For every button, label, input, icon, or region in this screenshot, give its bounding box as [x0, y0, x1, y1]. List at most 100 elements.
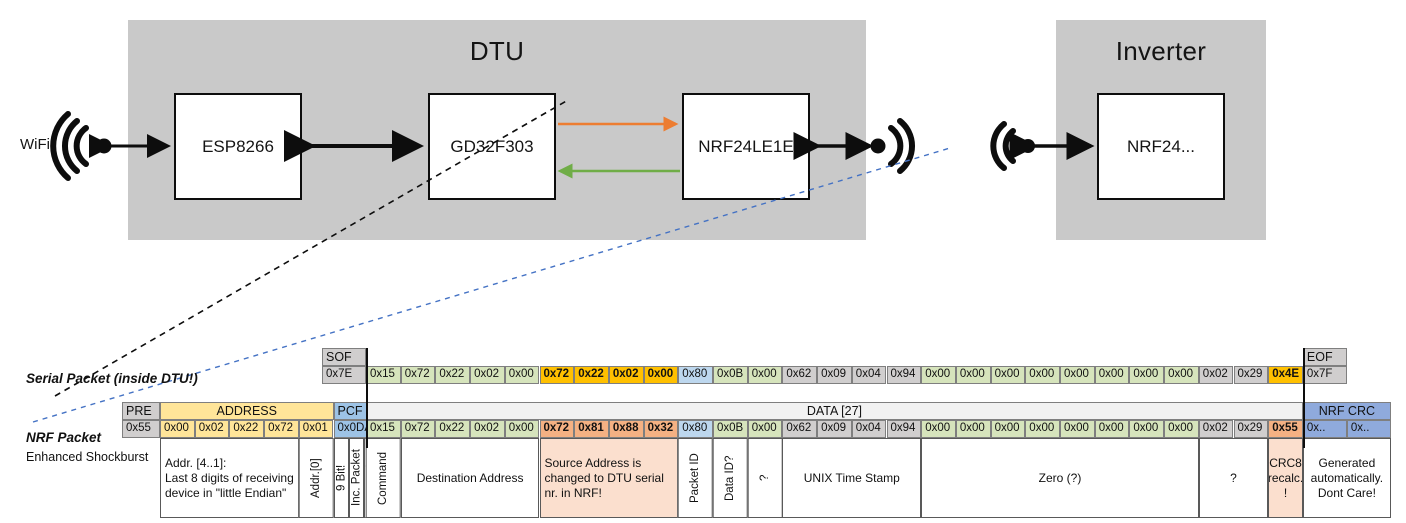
dtu-antenna-dot — [870, 138, 886, 154]
serial-byte-1[interactable]: 0x72 — [400, 366, 436, 384]
nrf-address-byte-2[interactable]: 0x22 — [229, 420, 265, 438]
nrf-byte-11[interactable]: 0x00 — [747, 420, 783, 438]
packet-tables: Serial Packet (inside DTU!) NRF Packet E… — [0, 330, 1406, 523]
dtu-title: DTU — [469, 36, 525, 66]
inverter-title: Inverter — [1115, 36, 1207, 66]
question-desc: ? — [1198, 438, 1269, 518]
nrf-address-byte-4[interactable]: 0x01 — [298, 420, 334, 438]
serial-byte-23[interactable]: 0x00 — [1164, 366, 1199, 384]
serial-nrf-link-left — [366, 348, 368, 448]
serial-packet-label: Serial Packet (inside DTU!) — [26, 371, 198, 386]
nrf-byte-21[interactable]: 0x00 — [1094, 420, 1130, 438]
serial-byte-25[interactable]: 0x29 — [1233, 366, 1269, 384]
nrf-crc-byte-1[interactable]: 0x.. — [1346, 420, 1391, 438]
packet-id-desc: Packet ID — [678, 438, 713, 518]
nrf-address-byte-0[interactable]: 0x00 — [160, 420, 195, 438]
nrf-byte-1[interactable]: 0x72 — [400, 420, 436, 438]
nrf-address-byte-3[interactable]: 0x72 — [264, 420, 299, 438]
nrf-byte-8[interactable]: 0x32 — [643, 420, 679, 438]
serial-byte-22[interactable]: 0x00 — [1129, 366, 1165, 384]
nrf-byte-2[interactable]: 0x22 — [435, 420, 471, 438]
serial-byte-11[interactable]: 0x00 — [747, 366, 783, 384]
serial-byte-8[interactable]: 0x00 — [643, 366, 679, 384]
inverter-antenna-icon — [990, 121, 1016, 171]
serial-byte-17[interactable]: 0x00 — [955, 366, 991, 384]
unix-timestamp-desc: UNIX Time Stamp — [782, 438, 922, 518]
serial-byte-12[interactable]: 0x62 — [782, 366, 818, 384]
nrf-byte-16[interactable]: 0x00 — [921, 420, 956, 438]
dtu-antenna-icon — [888, 118, 915, 174]
serial-eof-header: EOF — [1302, 348, 1347, 366]
nrf-data-header: DATA [27] — [366, 402, 1303, 420]
block-diagram: DTU Inverter ESP8266 GD32F303 NRF24LE1E … — [20, 20, 1266, 240]
serial-byte-5[interactable]: 0x72 — [539, 366, 575, 384]
serial-byte-10[interactable]: 0x0B — [713, 366, 748, 384]
serial-byte-18[interactable]: 0x00 — [990, 366, 1026, 384]
serial-byte-6[interactable]: 0x22 — [574, 366, 609, 384]
nrf-pre-value[interactable]: 0x55 — [122, 420, 160, 438]
nrf-byte-10[interactable]: 0x0B — [713, 420, 748, 438]
serial-byte-2[interactable]: 0x22 — [435, 366, 471, 384]
nrf-byte-17[interactable]: 0x00 — [955, 420, 991, 438]
nrf-byte-4[interactable]: 0x00 — [504, 420, 540, 438]
nrf-byte-14[interactable]: 0x04 — [851, 420, 887, 438]
diagram-arrows — [50, 111, 1095, 181]
nrf-byte-12[interactable]: 0x62 — [782, 420, 818, 438]
nrf-crc-byte-0[interactable]: 0x.. — [1302, 420, 1347, 438]
data-id-desc: Data ID? — [713, 438, 748, 518]
wifi-antenna-icon — [50, 111, 89, 181]
nrf-crc-header: NRF CRC — [1302, 402, 1391, 420]
nrf-byte-20[interactable]: 0x00 — [1060, 420, 1095, 438]
address-desc: Addr. [4..1]:Last 8 digits of receiving … — [160, 438, 299, 518]
nrf-byte-6[interactable]: 0x81 — [574, 420, 609, 438]
command-desc: Command — [366, 438, 401, 518]
nrf-packet-sublabel: Enhanced Shockburst — [26, 450, 149, 464]
nrf-byte-3[interactable]: 0x02 — [470, 420, 505, 438]
unknown-desc: ? — [747, 438, 783, 518]
inverter-enclosure: Inverter — [1056, 20, 1266, 240]
nrf-byte-0[interactable]: 0x15 — [366, 420, 401, 438]
serial-byte-19[interactable]: 0x00 — [1025, 366, 1060, 384]
nrf-byte-13[interactable]: 0x09 — [817, 420, 852, 438]
serial-byte-9[interactable]: 0x80 — [678, 366, 713, 384]
nrf-byte-22[interactable]: 0x00 — [1129, 420, 1165, 438]
serial-sof-value: 0x7E — [322, 366, 366, 384]
serial-byte-26[interactable]: 0x4E — [1268, 366, 1303, 384]
nrf-byte-26[interactable]: 0x55 — [1268, 420, 1303, 438]
nrf-address-byte-1[interactable]: 0x02 — [194, 420, 230, 438]
serial-sof-header: SOF — [322, 348, 366, 366]
nrf-crc-desc: Generated automatically. Dont Care! — [1302, 438, 1391, 518]
zero-desc: Zero (?) — [921, 438, 1199, 518]
addr0-desc: Addr.[0] — [298, 438, 334, 518]
nrf-byte-5[interactable]: 0x72 — [539, 420, 575, 438]
serial-eof-value: 0x7F — [1302, 366, 1347, 384]
source-address-desc: Source Address is changed to DTU serial … — [539, 438, 679, 518]
pcf-desc-incpacket: Inc. Packet — [348, 438, 364, 518]
inverter-antenna-dot — [1021, 139, 1035, 153]
serial-byte-21[interactable]: 0x00 — [1094, 366, 1130, 384]
nrf-byte-9[interactable]: 0x80 — [678, 420, 713, 438]
nrf-byte-24[interactable]: 0x02 — [1198, 420, 1234, 438]
serial-byte-20[interactable]: 0x00 — [1060, 366, 1095, 384]
serial-byte-7[interactable]: 0x02 — [608, 366, 644, 384]
nrf-pre-header: PRE — [122, 402, 160, 420]
serial-byte-16[interactable]: 0x00 — [921, 366, 956, 384]
chip-nrf24[interactable]: NRF24... — [1097, 93, 1225, 200]
nrf-byte-15[interactable]: 0x94 — [886, 420, 922, 438]
serial-byte-24[interactable]: 0x02 — [1198, 366, 1234, 384]
serial-byte-4[interactable]: 0x00 — [504, 366, 540, 384]
nrf-byte-25[interactable]: 0x29 — [1233, 420, 1269, 438]
nrf-byte-23[interactable]: 0x00 — [1164, 420, 1199, 438]
nrf-byte-7[interactable]: 0x88 — [608, 420, 644, 438]
serial-nrf-link-right — [1303, 348, 1305, 448]
wifi-antenna-dot — [96, 138, 112, 154]
serial-byte-13[interactable]: 0x09 — [817, 366, 852, 384]
nrf-byte-18[interactable]: 0x00 — [990, 420, 1026, 438]
pcf-desc-9bit: 9 Bit! — [333, 438, 349, 518]
serial-byte-14[interactable]: 0x04 — [851, 366, 887, 384]
crc8-desc: CRC8 recalc. ! — [1268, 438, 1303, 518]
serial-byte-15[interactable]: 0x94 — [886, 366, 922, 384]
nrf-byte-19[interactable]: 0x00 — [1025, 420, 1060, 438]
serial-byte-0[interactable]: 0x15 — [366, 366, 401, 384]
serial-byte-3[interactable]: 0x02 — [470, 366, 505, 384]
